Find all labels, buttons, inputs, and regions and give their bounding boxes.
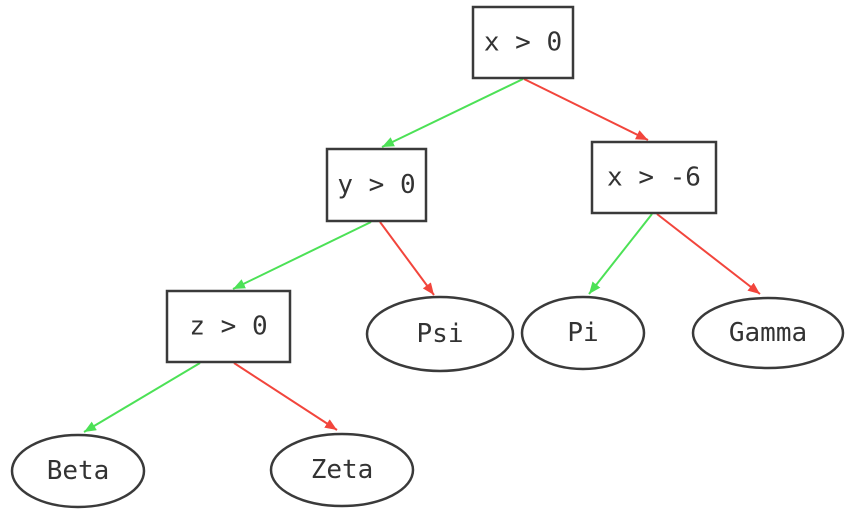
edge-x-gt-neg6-to-pi — [588, 213, 653, 295]
edge-x-gt-neg6-to-gamma — [656, 213, 761, 295]
node-label-x-gt-0: x > 0 — [484, 28, 562, 58]
node-label-psi: Psi — [417, 319, 464, 349]
node-label-gamma: Gamma — [729, 318, 807, 348]
node-label-beta: Beta — [47, 456, 110, 486]
edge-x-gt-0-to-x-gt-neg6 — [523, 78, 649, 141]
edge-z-gt-0-to-beta — [83, 362, 201, 433]
node-x-gt-neg6 — [590, 140, 718, 215]
edge-z-gt-0-to-zeta — [233, 362, 338, 431]
edge-y-gt-0-to-psi — [379, 221, 435, 296]
node-pi — [520, 295, 646, 371]
node-label-zeta: Zeta — [311, 455, 374, 485]
node-label-z-gt-0: z > 0 — [189, 312, 267, 342]
node-gamma — [691, 296, 845, 370]
node-x-gt-0 — [471, 5, 575, 80]
node-label-x-gt-neg6: x > -6 — [607, 163, 701, 193]
node-beta — [10, 433, 146, 509]
node-label-y-gt-0: y > 0 — [337, 170, 415, 200]
edge-y-gt-0-to-z-gt-0 — [232, 221, 372, 290]
node-psi — [365, 295, 515, 373]
node-label-pi: Pi — [567, 318, 598, 348]
node-y-gt-0 — [325, 147, 428, 223]
node-zeta — [269, 432, 415, 508]
node-z-gt-0 — [165, 289, 292, 364]
edge-x-gt-0-to-y-gt-0 — [381, 78, 524, 148]
